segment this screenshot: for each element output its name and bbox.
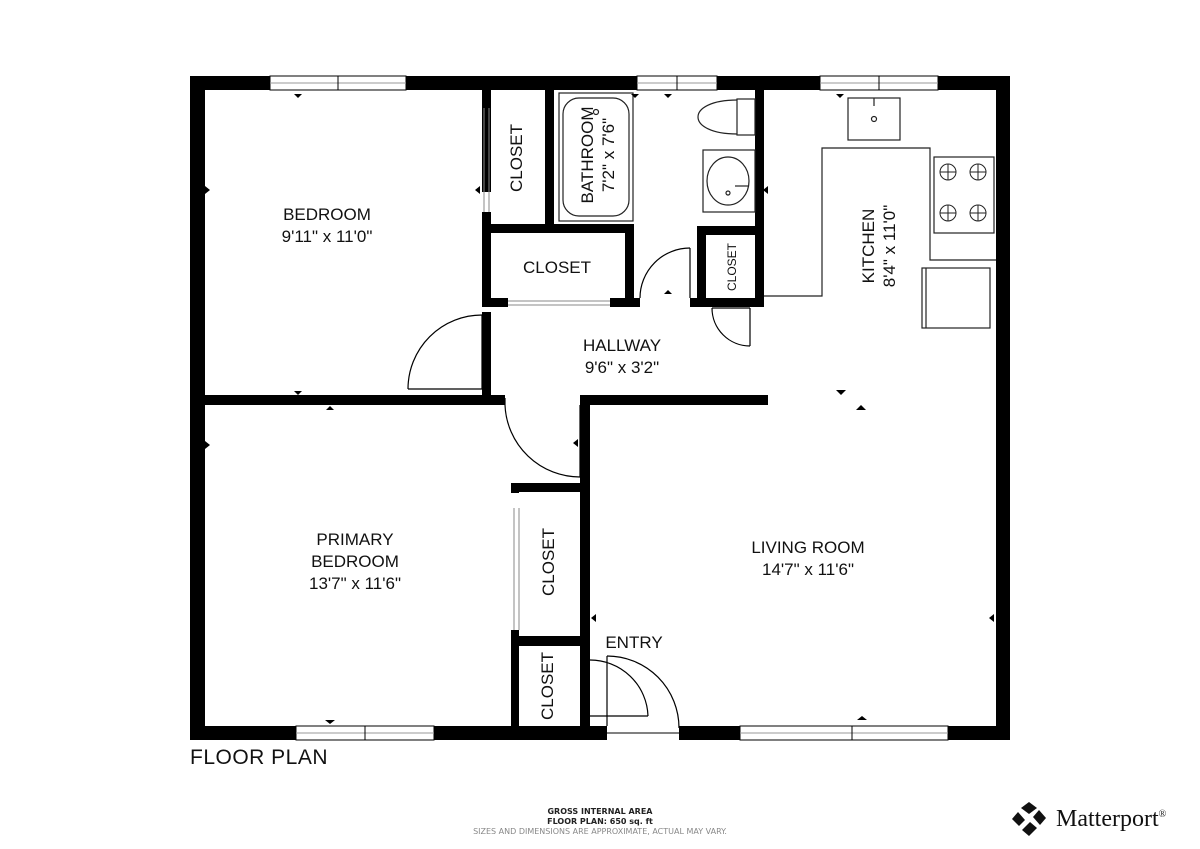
room-name-closet-small: CLOSET xyxy=(725,242,739,291)
room-name-kitchen: KITCHEN xyxy=(859,209,878,284)
sliding-doors xyxy=(483,108,610,630)
room-name-bedroom: BEDROOM xyxy=(283,205,371,224)
room-name-hallway: HALLWAY xyxy=(583,336,661,355)
interior-walls xyxy=(205,90,768,740)
brand-logo: Matterport® xyxy=(1010,800,1166,838)
room-name-closet-entry: CLOSET xyxy=(538,652,557,720)
fixtures xyxy=(558,92,996,329)
stove xyxy=(933,156,995,234)
toilet xyxy=(736,98,756,136)
room-size-kitchen: 8'4" x 11'0" xyxy=(880,205,899,288)
room-name-closet-primary: CLOSET xyxy=(539,528,558,596)
room-name-closet-bedroom: CLOSET xyxy=(507,124,526,192)
room-size-living: 14'7" x 11'6" xyxy=(762,560,854,579)
bathtub xyxy=(558,92,634,222)
brand-name: Matterport® xyxy=(1056,805,1167,832)
room-name-living: LIVING ROOM xyxy=(751,538,864,557)
room-name-bathroom: BATHROOM xyxy=(578,107,597,204)
room-name-entry: ENTRY xyxy=(605,633,662,652)
bathroom-sink xyxy=(702,149,756,213)
matterport-icon xyxy=(1012,802,1046,836)
windows xyxy=(269,75,949,741)
room-size-hallway: 9'6" x 3'2" xyxy=(585,358,659,377)
dimensions-disclaimer: SIZES AND DIMENSIONS ARE APPROXIMATE, AC… xyxy=(473,827,727,836)
room-labels: BEDROOM 9'11" x 11'0" CLOSET BATHROOM 7'… xyxy=(282,107,899,721)
view-markers xyxy=(205,94,994,724)
room-name-primary-line2: BEDROOM xyxy=(311,552,399,571)
brand-trademark: ® xyxy=(1158,808,1167,820)
room-size-bathroom: 7'2" x 7'6" xyxy=(599,118,618,192)
gross-area-title: GROSS INTERNAL AREA xyxy=(547,807,653,816)
plan-title: FLOOR PLAN xyxy=(190,746,329,769)
room-size-bedroom: 9'11" x 11'0" xyxy=(282,227,373,246)
refrigerator xyxy=(921,267,991,329)
room-name-closet-hall: CLOSET xyxy=(523,258,591,277)
room-size-primary: 13'7" x 11'6" xyxy=(309,574,401,593)
swing-doors xyxy=(407,247,751,729)
gross-area-value: FLOOR PLAN: 650 sq. ft xyxy=(547,817,653,826)
room-name-primary-line1: PRIMARY xyxy=(316,530,393,549)
